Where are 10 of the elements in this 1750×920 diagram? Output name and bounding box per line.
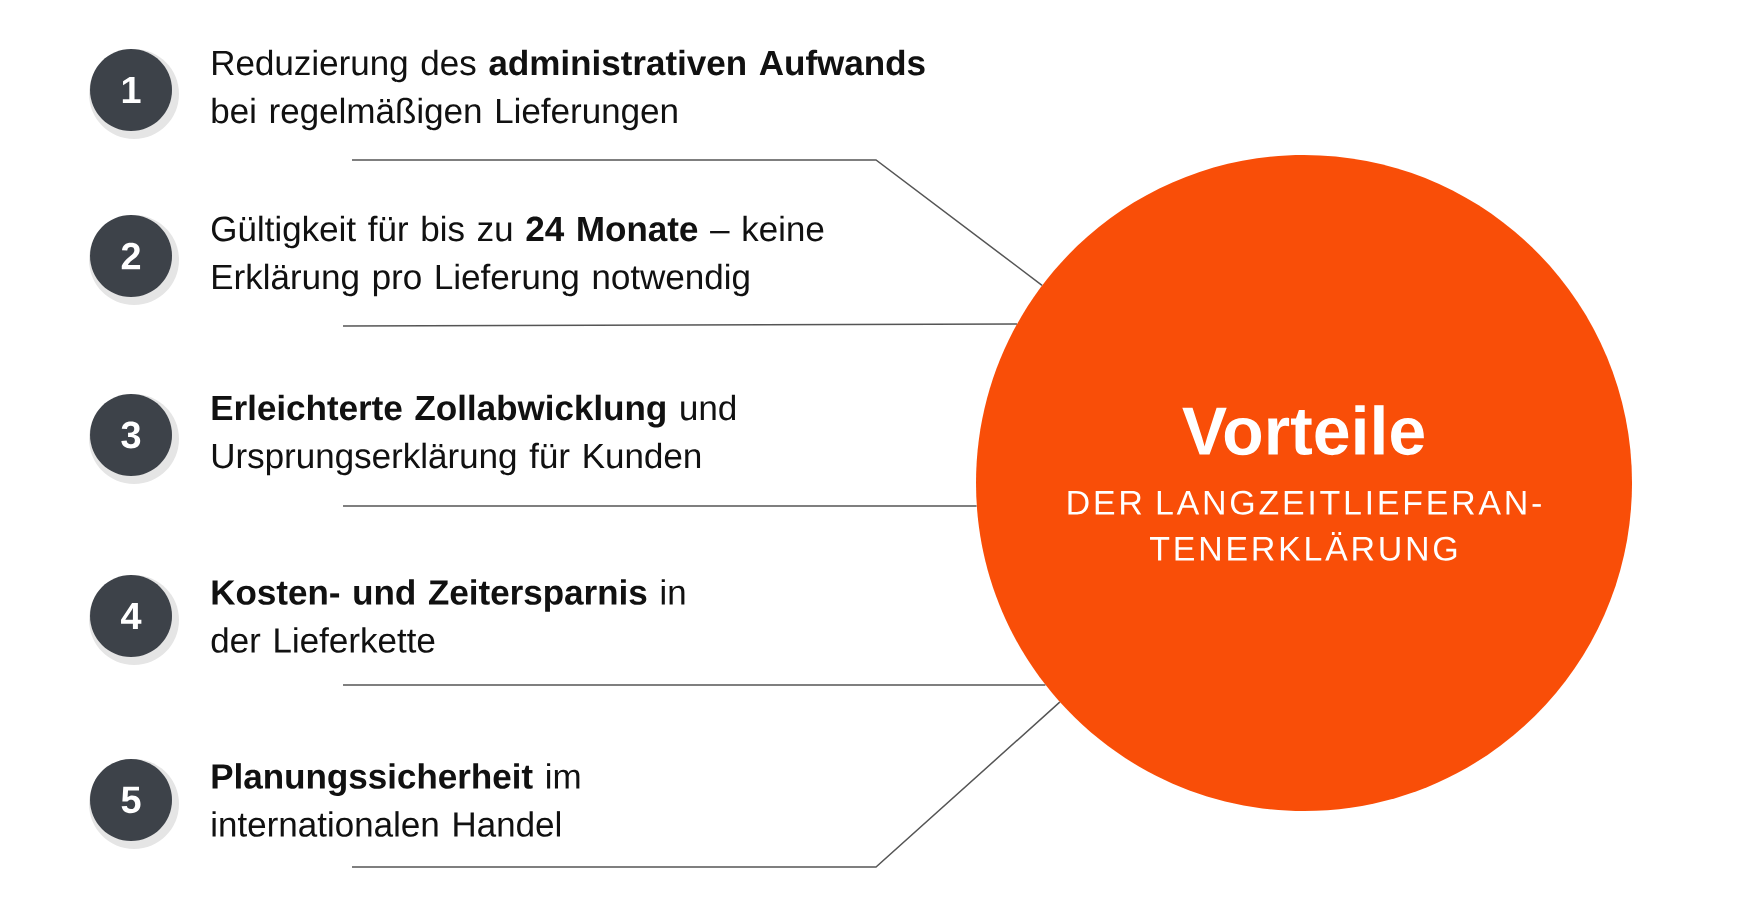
benefit-text: Erleichterte Zollabwicklung und Ursprungserklärung für Kunden	[212, 394, 736, 476]
benefit-text: Planungssicherheit im internationalen Handel	[212, 763, 580, 837]
connector-line	[351, 159, 1043, 287]
connector-line	[351, 701, 1061, 868]
benefit-text: Kosten- und Zeitersparnis in der Lieferkette	[211, 579, 685, 653]
connector-line	[342, 684, 1047, 686]
benefit-text: Reduzierung des administrativen Aufwands bei regelmäßigen Lieferungen	[212, 49, 925, 131]
connector-line	[342, 505, 978, 507]
benefit-text: Gültigkeit für bis zu 24 Monate – keine Erklärung pro Lieferung notwendig	[211, 215, 824, 297]
connector-line	[342, 323, 1018, 327]
